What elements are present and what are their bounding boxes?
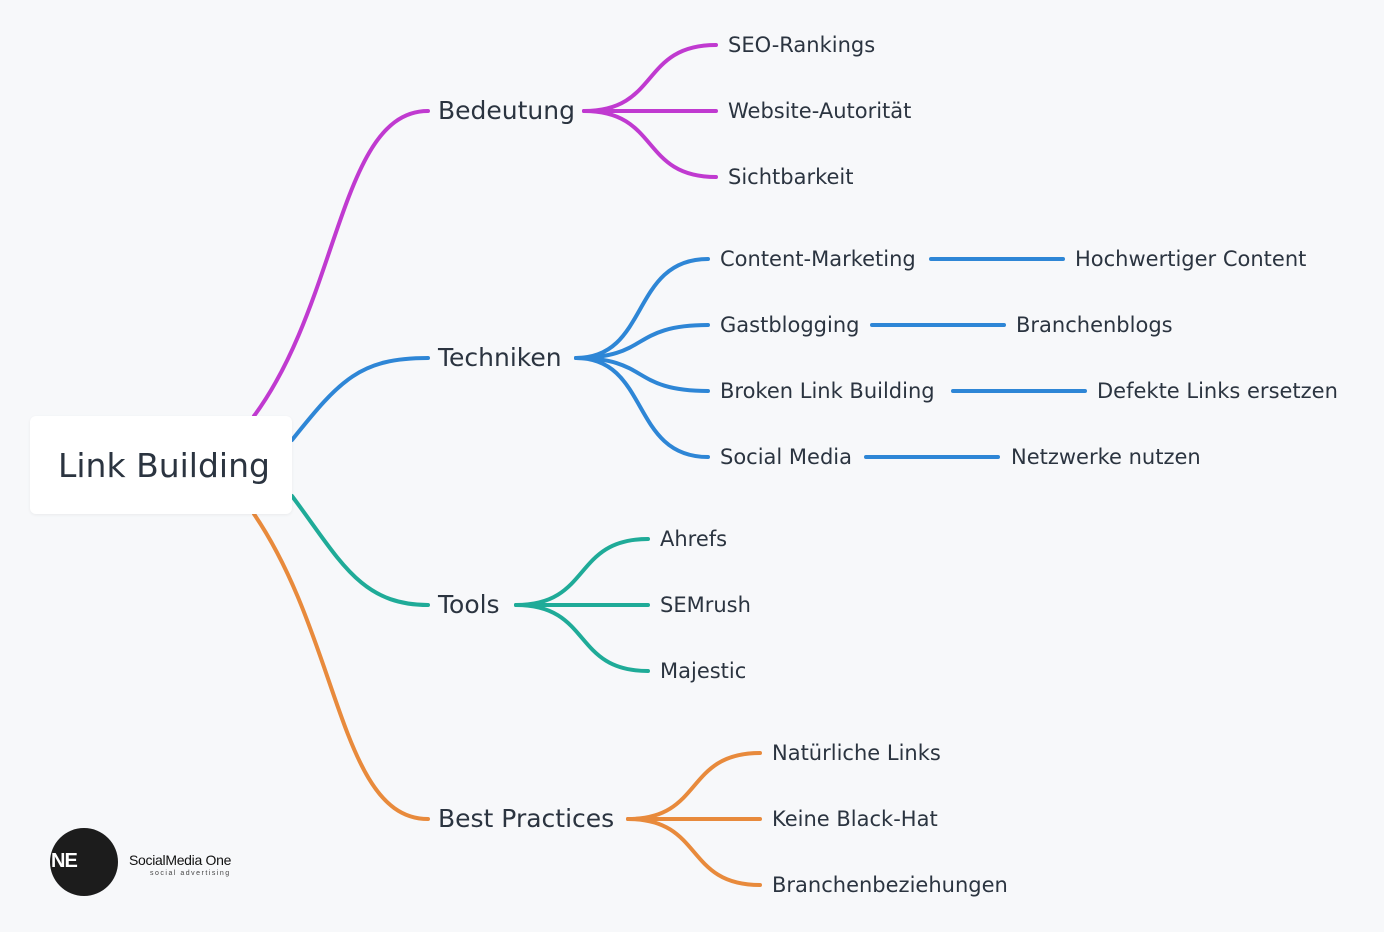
connector-techniken-content-marketing [574,257,710,360]
connector-techniken-social-media [574,356,710,459]
node-broken-link-building[interactable]: Broken Link Building [720,379,935,403]
node-keine-black-hat[interactable]: Keine Black-Hat [772,807,938,831]
connector-bedeutung-sichtbarkeit [582,109,718,179]
root-node[interactable] [30,416,292,514]
node-content-marketing[interactable]: Content-Marketing [720,247,916,271]
node-website-autoritaet[interactable]: Website-Autorität [728,99,912,123]
brand-logo: NE SocialMedia One social advertising [50,828,250,898]
connector-root-techniken [290,356,430,442]
logo-name: SocialMedia One [129,852,232,868]
node-hochwertiger-content[interactable]: Hochwertiger Content [1075,247,1307,271]
branch-best-practices[interactable]: Best Practices [438,804,615,833]
node-ahrefs[interactable]: Ahrefs [660,527,728,551]
node-social-media[interactable]: Social Media [720,445,853,469]
logo-circle-icon: NE [50,828,118,896]
connector-root-best-practices [252,512,430,821]
branch-tools[interactable]: Tools [438,590,500,619]
node-sichtbarkeit[interactable]: Sichtbarkeit [728,165,854,189]
connector-best-practices-branchenbeziehungen [626,817,762,887]
branch-bedeutung[interactable]: Bedeutung [438,96,575,125]
connector-techniken-broken-link-building [574,356,710,393]
connector-bedeutung-seo-rankings [582,43,718,113]
node-branchenblogs[interactable]: Branchenblogs [1016,313,1173,337]
connector-tools-ahrefs [514,537,650,607]
node-majestic[interactable]: Majestic [660,659,747,683]
node-branchenbeziehungen[interactable]: Branchenbeziehungen [772,873,1008,897]
node-gastblogging[interactable]: Gastblogging [720,313,860,337]
connector-root-tools [290,494,430,607]
node-seo-rankings[interactable]: SEO-Rankings [728,33,876,57]
connector-techniken-gastblogging [574,323,710,360]
node-natuerliche-links[interactable]: Natürliche Links [772,741,941,765]
connector-best-practices-natuerliche-links [626,751,762,821]
branch-techniken[interactable]: Techniken [438,343,562,372]
root-node-label: Link Building [58,446,270,485]
node-defekte-links-ersetzen[interactable]: Defekte Links ersetzen [1097,379,1338,403]
logo-mark: NE [51,850,78,872]
connector-tools-majestic [514,603,650,673]
connector-root-bedeutung [252,109,430,418]
node-semrush[interactable]: SEMrush [660,593,751,617]
logo-tagline: social advertising [150,870,231,877]
node-netzwerke-nutzen[interactable]: Netzwerke nutzen [1011,445,1201,469]
